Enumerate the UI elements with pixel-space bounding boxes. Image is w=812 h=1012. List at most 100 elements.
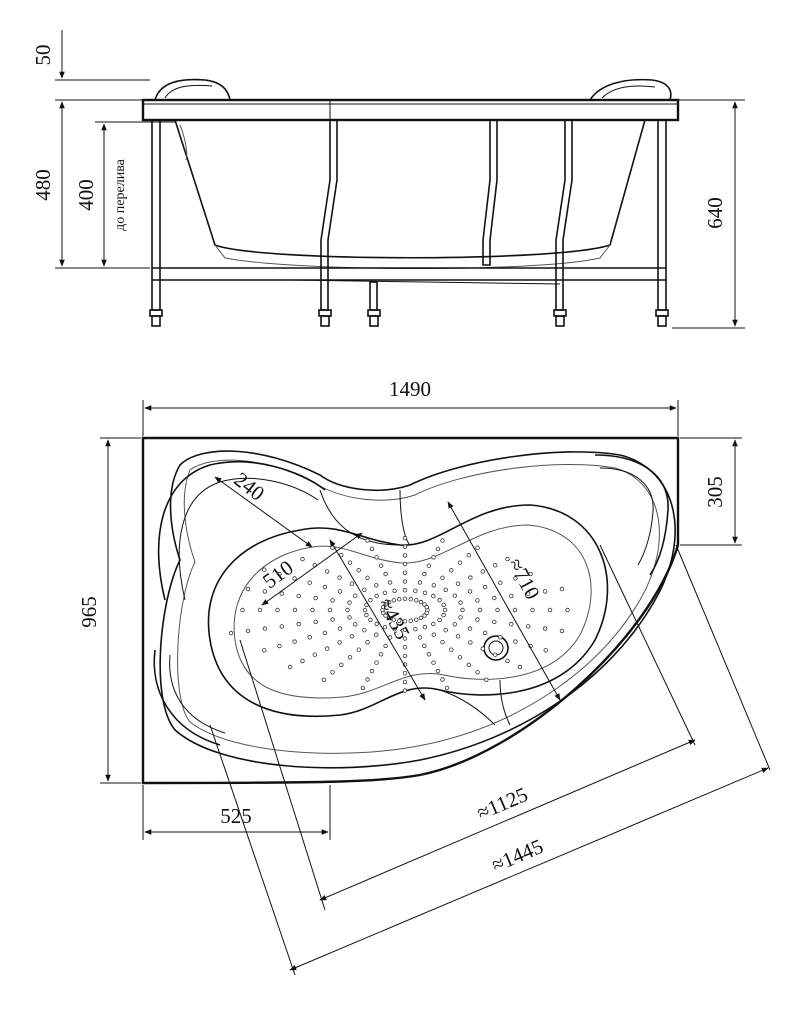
air-jet-dot: [440, 575, 445, 580]
air-jet-dot: [353, 593, 358, 598]
tub-body: [174, 119, 646, 259]
air-jet-dot: [475, 545, 480, 550]
air-jet-dot: [449, 647, 454, 652]
air-jet-dot: [437, 617, 442, 623]
left-headrest: [154, 78, 231, 101]
air-jet-dot: [418, 599, 424, 605]
air-jet-dot: [307, 635, 312, 640]
air-jet-dot: [466, 553, 471, 558]
air-jet-dot: [262, 648, 267, 653]
air-jet-dot: [262, 589, 268, 594]
air-jet-dot: [468, 575, 473, 580]
air-jet-dot: [437, 597, 442, 603]
air-jet-dot: [296, 621, 301, 627]
dim-corner-offset: 525: [220, 804, 252, 828]
air-jet-dot: [349, 581, 355, 586]
air-jet-dot: [356, 647, 361, 652]
air-jet-dot: [505, 658, 510, 664]
air-jet-dot: [431, 632, 436, 637]
air-jet-dot: [414, 617, 419, 622]
air-jet-dot: [287, 664, 293, 670]
headrest-bottom-left: [153, 649, 221, 746]
air-jet-dot: [347, 600, 352, 605]
air-jet-dot: [325, 569, 330, 574]
air-jet-dot: [339, 662, 344, 667]
air-jet-dot: [345, 607, 350, 613]
air-jet-dot: [330, 617, 335, 622]
air-jet-dot: [495, 607, 500, 613]
air-jet-dot: [275, 607, 280, 613]
dim-inner-510: 510: [258, 555, 298, 593]
dim-diagonal-1125: ≈1125: [473, 782, 531, 825]
air-jet-dot: [547, 607, 553, 613]
air-jet-dot: [418, 615, 424, 621]
dim-diagonal-1445: ≈1445: [488, 834, 547, 877]
air-jet-dot: [413, 588, 418, 593]
air-jet-dot: [422, 613, 427, 618]
air-jet-dot: [441, 602, 446, 608]
air-jet-dot: [368, 597, 373, 603]
dim-overflow-height: 400: [74, 179, 98, 211]
air-jet-dot: [431, 660, 436, 665]
dim-overall-length: 1490: [389, 377, 431, 401]
air-jet-dot: [365, 575, 370, 580]
air-jet-dot: [292, 639, 297, 644]
air-jet-dot: [512, 607, 518, 613]
air-jet-dot: [542, 626, 548, 631]
dim-straight-side: 305: [703, 476, 727, 508]
air-jet-dot: [402, 679, 408, 685]
air-jet-dot: [327, 607, 333, 613]
air-jet-dot: [364, 612, 369, 618]
tub-rim: [141, 98, 680, 122]
air-jet-dot: [505, 556, 510, 562]
air-jet-dot: [492, 619, 497, 625]
air-jet-dot: [383, 643, 388, 649]
air-jet-dot: [480, 646, 485, 651]
air-jet-dot: [431, 621, 436, 627]
air-jet-dot: [337, 589, 343, 594]
air-jet-dot: [378, 652, 384, 657]
air-jet-dot: [466, 662, 471, 667]
air-jet-dot: [245, 628, 251, 634]
air-jet-dot: [362, 607, 368, 613]
air-jet-dot: [460, 607, 465, 613]
top-view: 1490 965 305 525 240 510 ≈435 ≈710 ≈1125…: [77, 377, 771, 976]
air-jet-dot: [517, 664, 523, 670]
air-jet-dot: [349, 634, 355, 639]
air-jet-dot: [458, 600, 463, 605]
air-jet-dot: [509, 593, 514, 599]
air-jet-dot: [435, 668, 441, 674]
air-jet-dot: [300, 658, 305, 664]
air-jet-dot: [431, 583, 436, 588]
air-jet-dot: [360, 685, 366, 691]
air-jet-dot: [362, 587, 367, 592]
inner-basin: [207, 504, 609, 717]
dim-height-to-rim: 480: [31, 169, 55, 201]
dim-rim-height: 50: [31, 45, 55, 66]
air-jet-dot: [356, 568, 361, 573]
air-jet-dot: [455, 581, 461, 586]
air-jet-dot: [440, 640, 445, 645]
side-view: 50 480 400 до перелива 640: [31, 30, 745, 329]
air-jet-dot: [337, 626, 343, 631]
air-jet-dot: [387, 580, 393, 585]
air-jet-dot: [455, 634, 461, 639]
air-jet-dot: [475, 617, 480, 622]
air-jet-dot: [422, 643, 427, 649]
air-jet-dot: [374, 583, 379, 588]
air-jet-dot: [277, 643, 282, 649]
adjustable-feet: [149, 309, 669, 327]
air-jet-dot: [279, 624, 284, 629]
air-jet-dot: [559, 628, 565, 634]
air-jet-dot: [417, 635, 423, 640]
air-jet-dot: [475, 598, 480, 603]
air-jet-dot: [441, 612, 446, 618]
air-jet-dot: [498, 580, 503, 585]
dim-headrest-width: 240: [230, 467, 270, 505]
air-jet-dot: [449, 568, 454, 573]
air-jet-dot: [431, 555, 436, 560]
air-jet-dot: [337, 640, 342, 645]
air-jet-dot: [426, 652, 432, 657]
air-jet-dot: [312, 652, 317, 657]
air-jet-dot: [482, 584, 488, 590]
